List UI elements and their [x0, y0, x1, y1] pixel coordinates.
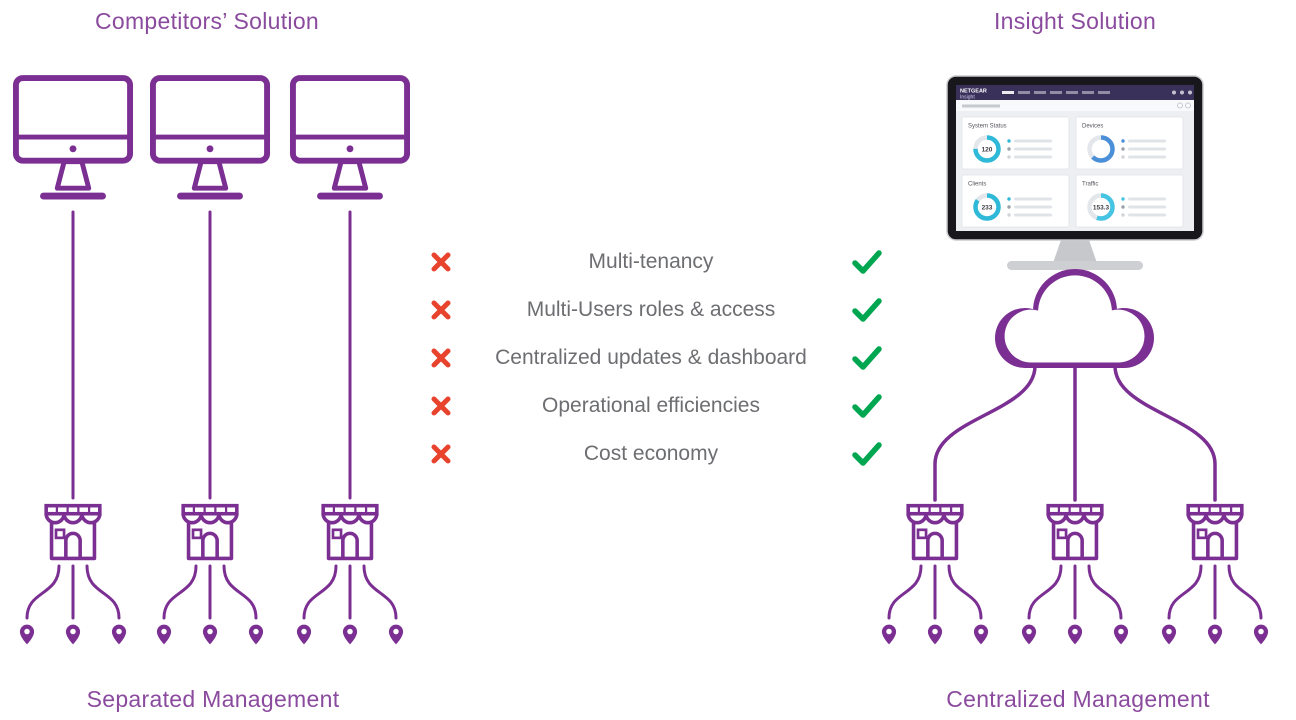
insight-monitor: NETGEAR Insight: [946, 75, 1204, 270]
cross-icon: [420, 251, 466, 273]
pin-icon: [202, 624, 218, 645]
store-icon: [44, 503, 102, 561]
check-icon: [836, 250, 882, 274]
netgear-logo: NETGEAR: [960, 89, 987, 95]
feature-label: Centralized updates & dashboard: [495, 346, 807, 369]
separated-management-caption: Separated Management: [86, 686, 340, 712]
cross-icon: [420, 443, 466, 465]
dashboard-card: Traffic 153.3: [1075, 174, 1184, 228]
pin-icon: [156, 624, 172, 645]
feature-row: Operational efficiencies: [420, 382, 882, 430]
cross-icon: [420, 347, 466, 369]
feature-label: Multi-Users roles & access: [526, 298, 776, 321]
pin-icon: [388, 624, 404, 645]
centralized-management-caption: Centralized Management: [946, 686, 1210, 712]
pin-icon: [973, 624, 989, 645]
feature-row: Cost economy: [420, 430, 882, 478]
svg-text:120: 120: [982, 147, 993, 154]
pin-icon: [1113, 624, 1129, 645]
dashboard-breadcrumb-bar: [956, 100, 1194, 111]
location-pins: [19, 624, 404, 645]
pin-icon: [248, 624, 264, 645]
pin-icon: [1253, 624, 1269, 645]
svg-text:System Status: System Status: [968, 124, 1007, 130]
pin-icon: [19, 624, 35, 645]
cloud-icon: [995, 269, 1154, 368]
dashboard-card: System Status 120: [961, 116, 1070, 170]
insight-diagram: NETGEAR Insight: [881, 75, 1269, 645]
feature-row: Multi-tenancy: [420, 238, 882, 286]
store-icon: [321, 503, 379, 561]
monitor-stand: [1053, 240, 1097, 263]
competitors-diagram: [16, 78, 407, 645]
store-to-pin-lines: [25, 564, 398, 620]
check-icon: [836, 442, 882, 466]
monitor-base: [1007, 261, 1143, 270]
dashboard-card: Clients 233: [961, 174, 1070, 228]
check-icon: [836, 298, 882, 322]
svg-text:Traffic: Traffic: [1082, 182, 1098, 188]
pin-icon: [927, 624, 943, 645]
monitor-to-store-lines: [71, 210, 352, 500]
svg-text:153.3: 153.3: [1093, 205, 1110, 212]
pin-icon: [1067, 624, 1083, 645]
monitor-icon: [16, 78, 130, 196]
feature-row: Centralized updates & dashboard: [420, 334, 882, 382]
store-icon: [906, 503, 964, 561]
pin-icon: [1207, 624, 1223, 645]
pin-icon: [111, 624, 127, 645]
feature-label: Operational efficiencies: [542, 394, 760, 417]
dashboard-screenshot: NETGEAR Insight: [956, 85, 1194, 231]
location-pins: [881, 624, 1269, 645]
dashboard-header: [956, 85, 1194, 100]
monitor-icon: [153, 78, 267, 196]
pin-icon: [342, 624, 358, 645]
store-icon: [1186, 503, 1244, 561]
monitor-icon: [293, 78, 407, 196]
cloud-to-store-lines: [933, 364, 1217, 502]
dashboard-card: Devices: [1075, 116, 1184, 170]
svg-text:Devices: Devices: [1082, 124, 1103, 130]
dashboard-nav: [1002, 90, 1192, 95]
store-icon: [1046, 503, 1104, 561]
check-icon: [836, 346, 882, 370]
feature-comparison-list: Multi-tenancy Multi-Users roles & access…: [420, 238, 882, 478]
pin-icon: [881, 624, 897, 645]
feature-label: Multi-tenancy: [588, 250, 714, 273]
insight-logo: Insight: [960, 95, 975, 101]
cross-icon: [420, 395, 466, 417]
insight-title: Insight Solution: [993, 8, 1157, 34]
pin-icon: [1021, 624, 1037, 645]
pin-icon: [1161, 624, 1177, 645]
store-to-pin-lines: [887, 564, 1263, 620]
store-icon: [181, 503, 239, 561]
pin-icon: [65, 624, 81, 645]
svg-text:Clients: Clients: [968, 182, 986, 188]
feature-label: Cost economy: [583, 442, 719, 465]
cross-icon: [420, 299, 466, 321]
feature-row: Multi-Users roles & access: [420, 286, 882, 334]
check-icon: [836, 394, 882, 418]
competitors-title: Competitors’ Solution: [94, 8, 320, 34]
svg-text:233: 233: [982, 205, 993, 212]
pin-icon: [296, 624, 312, 645]
